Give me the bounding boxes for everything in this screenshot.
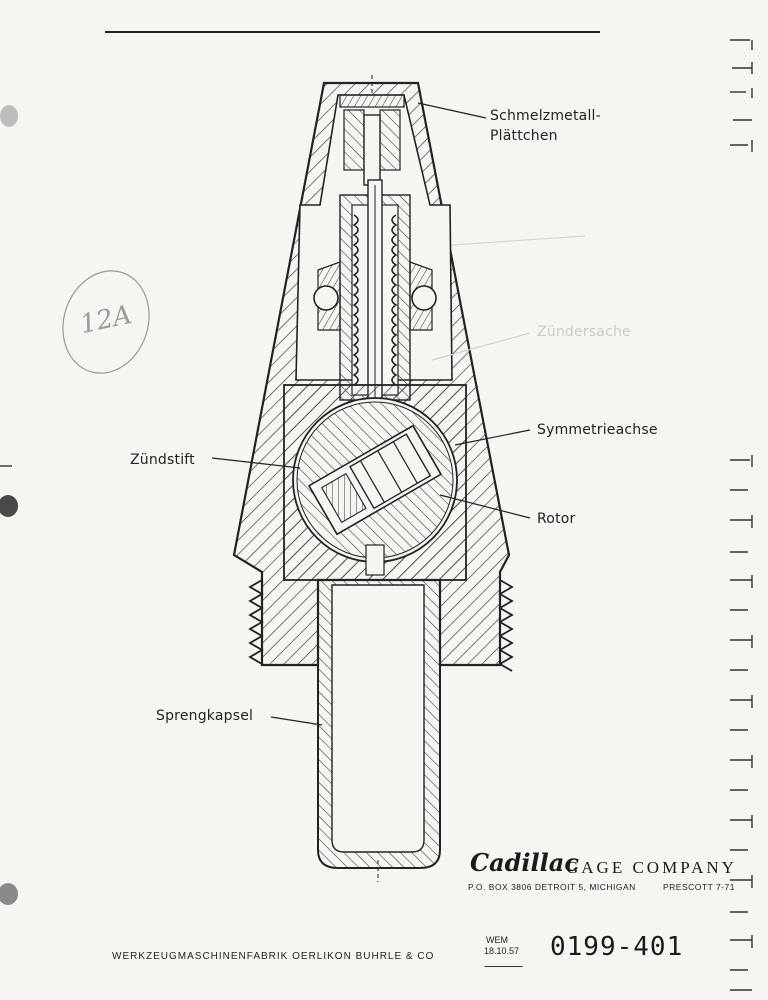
label-schmelzmetall-line1: Schmelzmetall- [490, 108, 601, 124]
stamp-initials: WEM [486, 935, 508, 945]
nose-cap [339, 75, 405, 186]
binder-edge-marks [730, 39, 753, 991]
manufacturer-name: WERKZEUGMASCHINENFABRIK OERLIKON BUHRLE … [112, 951, 435, 962]
label-symmetrieachse: Symmetrieachse [537, 422, 658, 438]
label-zuendersache: Zündersache [537, 324, 631, 340]
leader-lines [211, 102, 586, 726]
company-logo: Cadillac [470, 848, 579, 877]
label-schmelzmetall-line2: Plättchen [490, 128, 558, 144]
rotor-housing [283, 384, 467, 581]
company-address: P.O. BOX 3806 DETROIT 5, MICHIGAN [468, 882, 636, 892]
margin-note-circle [62, 270, 150, 374]
top-rule [105, 31, 600, 33]
punch-hole-middle [0, 495, 18, 517]
label-sprengkapsel: Sprengkapsel [156, 708, 254, 724]
stamp-signature [484, 958, 526, 967]
stamp-date: 18.10.57 [484, 946, 520, 956]
firing-pin-assembly [313, 179, 437, 406]
detonator-capsule [317, 579, 441, 882]
punch-hole-bottom [0, 883, 18, 905]
punch-hole-top [0, 105, 18, 127]
label-rotor: Rotor [537, 511, 576, 527]
drawing-number: 0199-401 [550, 932, 684, 962]
company-name: GAGE COMPANY [566, 858, 737, 877]
base-threads [248, 579, 514, 672]
label-zuendstift: Zündstift [130, 452, 195, 468]
company-phone: PRESCOTT 7-71 [663, 882, 736, 892]
